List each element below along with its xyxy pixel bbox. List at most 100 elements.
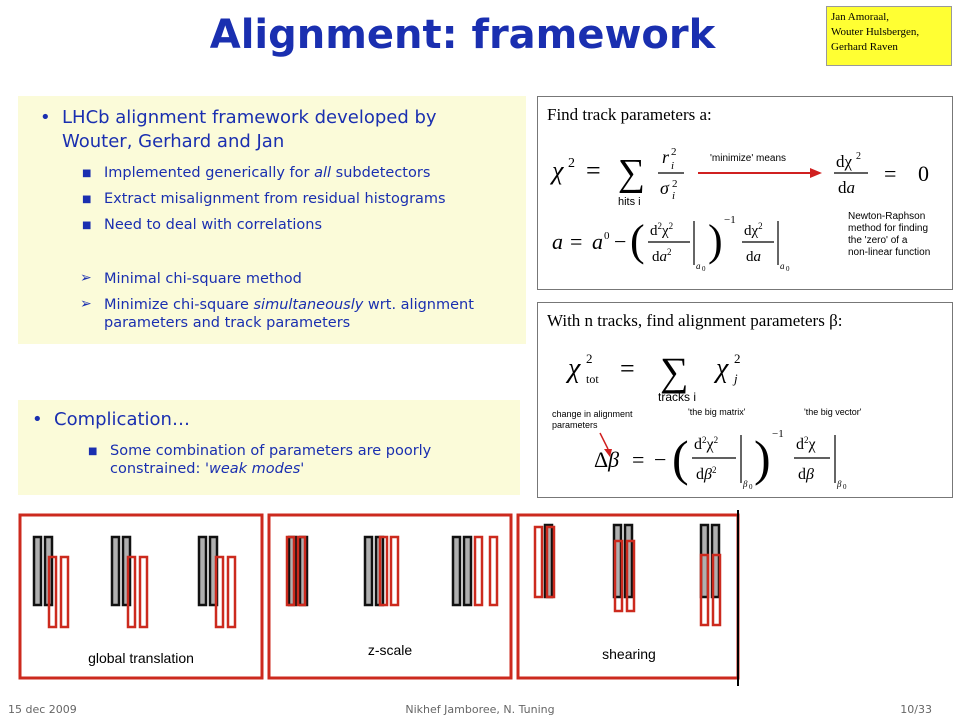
svg-text:method for finding: method for finding: [848, 223, 928, 234]
svg-text:a: a: [552, 229, 563, 254]
svg-text:(: (: [630, 216, 645, 265]
svg-text:0: 0: [918, 161, 929, 186]
square-bullet-icon: ■: [82, 220, 92, 231]
svg-text:−1: −1: [772, 428, 784, 440]
footer-page: 10/33: [900, 703, 932, 716]
svg-text:i: i: [672, 190, 675, 202]
author-1: Jan Amoraal,: [831, 11, 890, 23]
list-item: ■ Some combination of parameters are poo…: [88, 443, 432, 477]
arrow-bullet-icon: ➢: [80, 296, 92, 312]
svg-text:β: β: [742, 479, 748, 489]
svg-text:−: −: [654, 447, 666, 472]
track-fit-equations: χ 2 = ∑ hits i r 2 i σ 2 i 'minimize' me…: [549, 146, 930, 273]
square-bullet-icon: ■: [88, 446, 98, 457]
svg-text:j: j: [732, 371, 738, 386]
svg-text:(: (: [672, 430, 689, 486]
svg-text:∑: ∑: [660, 349, 689, 394]
square-bullet-icon: ■: [82, 168, 92, 179]
svg-text:non-linear function: non-linear function: [848, 247, 930, 258]
svg-text:σ: σ: [660, 178, 670, 198]
svg-text:χ: χ: [565, 353, 581, 384]
svg-text:a: a: [780, 261, 785, 271]
svg-text:2: 2: [734, 351, 741, 366]
diagram-label: shearing: [602, 646, 656, 662]
svg-text:r: r: [662, 147, 670, 167]
svg-text:da2: da2: [652, 247, 672, 265]
author-2: Wouter Hulsbergen,: [831, 26, 920, 38]
svg-text:dβ: dβ: [798, 466, 814, 483]
svg-text:Δβ: Δβ: [594, 447, 619, 472]
svg-text:the 'zero' of a: the 'zero' of a: [848, 235, 908, 246]
complication-text: Complication…: [54, 409, 190, 430]
svg-text:=: =: [586, 156, 601, 185]
svg-text:dβ2: dβ2: [696, 465, 716, 483]
shearing-diagram: shearing: [533, 523, 722, 662]
svg-text:2: 2: [671, 146, 677, 158]
svg-text:0: 0: [749, 483, 753, 491]
svg-text:=: =: [570, 229, 582, 254]
svg-text:2: 2: [672, 178, 678, 190]
svg-text:2: 2: [856, 151, 861, 162]
global-translation-diagram: global translation: [32, 535, 237, 666]
list-item: ■ Extract misalignment from residual his…: [82, 191, 446, 207]
track-fit-equation-box: Find track parameters a: χ 2 = ∑ hits i …: [537, 96, 953, 290]
sum-subscript-hits: hits i: [618, 196, 641, 208]
svg-text:d2χ: d2χ: [796, 435, 817, 453]
main-bullet-text: LHCb alignment framework developed by Wo…: [62, 107, 437, 152]
global-translation-frame: [18, 513, 264, 680]
complication-panel: • Complication… ■ Some combination of pa…: [18, 400, 520, 495]
svg-text:tot: tot: [586, 372, 599, 386]
framework-panel: • LHCb alignment framework developed by …: [18, 96, 526, 344]
svg-text:change in alignment: change in alignment: [552, 409, 633, 419]
svg-text:2: 2: [568, 156, 575, 171]
svg-text:=: =: [884, 161, 896, 186]
svg-text:d2χ2: d2χ2: [650, 221, 673, 239]
svg-text:da: da: [746, 249, 761, 265]
svg-text:parameters: parameters: [552, 420, 598, 430]
alignment-equations: χ 2 tot = ∑ tracks i χ 2 j change in ali…: [552, 349, 862, 491]
alignment-equation-box: With n tracks, find alignment parameters…: [537, 302, 953, 498]
svg-text:d2χ2: d2χ2: [694, 435, 718, 453]
square-bullet-icon: ■: [82, 194, 92, 205]
svg-text:'the big vector': 'the big vector': [804, 407, 862, 417]
diagram-label: global translation: [88, 650, 194, 666]
svg-text:'the big matrix': 'the big matrix': [688, 407, 746, 417]
eq2-header: With n tracks, find alignment parameters…: [547, 311, 843, 330]
author-3: Gerhard Raven: [831, 41, 898, 53]
list-item: ➢ Minimize chi-square simultaneously wrt…: [80, 296, 474, 331]
chi2-symbol: χ: [549, 156, 564, 185]
svg-text:dχ: dχ: [836, 152, 853, 171]
slide-title: Alignment: framework: [209, 12, 716, 58]
list-item: ➢ Minimal chi-square method: [80, 270, 302, 287]
svg-text:): ): [754, 430, 771, 486]
svg-text:0: 0: [702, 265, 706, 273]
list-item: ■ Implemented generically for all subdet…: [82, 165, 431, 181]
footer-date: 15 dec 2009: [8, 703, 77, 716]
svg-text:i: i: [671, 160, 674, 172]
footer-center: Nikhef Jamboree, N. Tuning: [405, 703, 555, 716]
svg-text:a: a: [592, 229, 603, 254]
svg-text:da: da: [838, 178, 855, 197]
svg-text:dχ2: dχ2: [744, 221, 763, 239]
svg-text:Newton-Raphson: Newton-Raphson: [848, 211, 925, 222]
sum-subscript-tracks: tracks i: [658, 390, 696, 404]
svg-text:2: 2: [586, 351, 593, 366]
svg-text:0: 0: [604, 230, 610, 242]
weak-modes-diagrams: global translation z-scale shearing: [18, 510, 740, 686]
svg-text:−1: −1: [724, 214, 736, 226]
svg-text:0: 0: [843, 483, 847, 491]
svg-text:β: β: [836, 479, 842, 489]
z-scale-diagram: z-scale: [285, 535, 499, 658]
list-item: ■ Need to deal with correlations: [82, 217, 323, 233]
svg-text:χ: χ: [713, 353, 729, 384]
svg-text:−: −: [614, 229, 626, 254]
svg-text:0: 0: [786, 265, 790, 273]
arrow-icon: [599, 432, 609, 450]
authors-note: Jan Amoraal, Wouter Hulsbergen, Gerhard …: [826, 6, 952, 66]
svg-text:a: a: [696, 261, 701, 271]
minimize-label: 'minimize' means: [710, 153, 786, 164]
svg-text:=: =: [620, 354, 635, 383]
diagram-label: z-scale: [368, 642, 413, 658]
svg-text:=: =: [632, 447, 644, 472]
arrow-bullet-icon: ➢: [80, 270, 92, 286]
